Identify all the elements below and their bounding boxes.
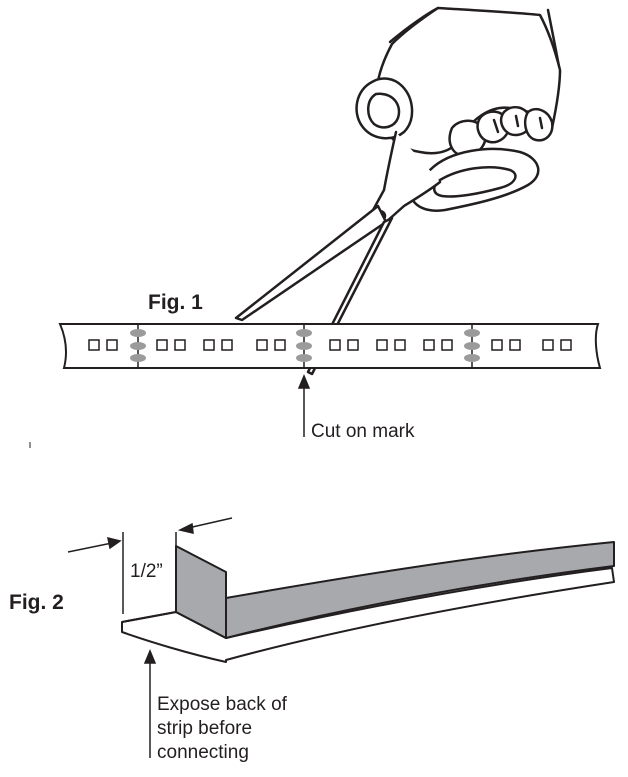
led-chip bbox=[174, 339, 186, 351]
led-chip bbox=[203, 339, 215, 351]
cut-arrow bbox=[297, 374, 311, 437]
dimension-arrow-right bbox=[187, 517, 233, 529]
led-chip bbox=[560, 339, 572, 351]
cut-pad bbox=[464, 329, 480, 337]
cut-mark-pads bbox=[130, 329, 480, 362]
led-chip bbox=[156, 339, 168, 351]
led-chip bbox=[329, 339, 341, 351]
strip-backing bbox=[121, 567, 615, 663]
cut-pad bbox=[130, 354, 146, 362]
cut-on-mark-label: Cut on mark bbox=[311, 421, 415, 442]
half-inch-label: 1/2” bbox=[130, 561, 163, 582]
led-chip bbox=[423, 339, 435, 351]
strip-top bbox=[225, 541, 615, 639]
led-strip bbox=[58, 323, 602, 369]
cut-pad bbox=[130, 342, 146, 350]
cut-pad bbox=[464, 354, 480, 362]
cut-pad bbox=[296, 342, 312, 350]
cut-pad bbox=[464, 342, 480, 350]
led-chip bbox=[441, 339, 453, 351]
cut-pad bbox=[296, 354, 312, 362]
fig1: Fig. 1 bbox=[29, 6, 602, 448]
led-chip bbox=[274, 339, 286, 351]
led-chip bbox=[221, 339, 233, 351]
led-chip bbox=[542, 339, 554, 351]
led-chip bbox=[347, 339, 359, 351]
folded-tab bbox=[175, 545, 227, 639]
expose-back-arrow bbox=[143, 649, 157, 758]
hand-with-scissors-illustration bbox=[234, 6, 562, 376]
dimension-indicator bbox=[67, 517, 233, 614]
led-chip bbox=[376, 339, 388, 351]
led-chip bbox=[88, 339, 100, 351]
led-chip bbox=[509, 339, 521, 351]
dimension-arrow-left bbox=[67, 542, 113, 553]
led-chips bbox=[88, 339, 572, 351]
fig1-label: Fig. 1 bbox=[148, 291, 203, 314]
arrowhead bbox=[177, 522, 194, 534]
expose-back-line-2: strip before bbox=[157, 718, 252, 739]
expose-back-line-3: connecting bbox=[157, 742, 249, 763]
expose-back-line-1: Expose back of bbox=[157, 694, 288, 715]
led-chip bbox=[394, 339, 406, 351]
led-chip bbox=[256, 339, 268, 351]
cut-pad bbox=[296, 329, 312, 337]
fig2-label: Fig. 2 bbox=[9, 591, 64, 614]
fig2: Fig. 2 1/2” Expose back of strip before … bbox=[9, 517, 615, 763]
led-chip bbox=[106, 339, 118, 351]
arrowhead bbox=[107, 536, 122, 550]
cut-pad bbox=[130, 329, 146, 337]
led-chip bbox=[491, 339, 503, 351]
